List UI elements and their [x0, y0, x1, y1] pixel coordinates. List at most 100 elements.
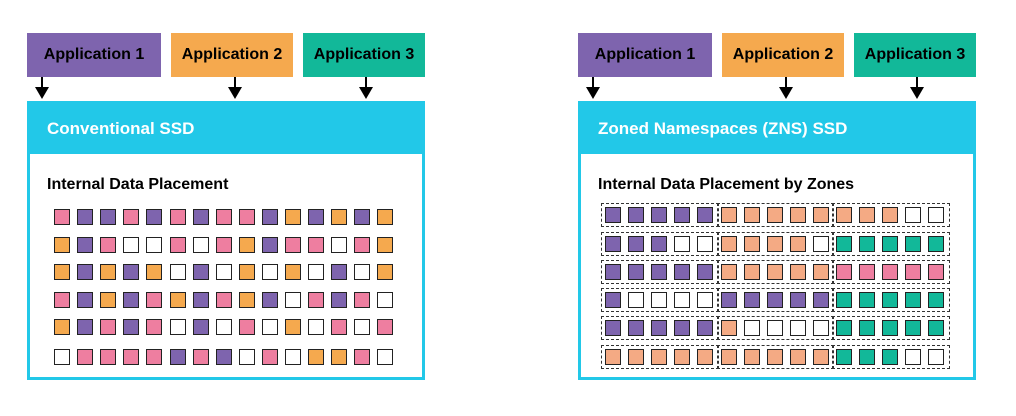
- right-cell: [651, 320, 668, 336]
- left-cell: [331, 292, 348, 308]
- left-cell: [308, 264, 325, 280]
- left-cell: [146, 237, 163, 253]
- right-cell: [859, 349, 876, 365]
- left-cell: [100, 349, 117, 365]
- left-cell: [123, 349, 140, 365]
- left-cell: [238, 349, 255, 365]
- right-cell: [720, 320, 737, 336]
- left-application-3-box: Application 3: [303, 33, 425, 77]
- right-cell: [928, 349, 945, 365]
- right-zone-outline: [832, 316, 950, 340]
- right-cell: [674, 236, 691, 252]
- left-cell: [285, 292, 301, 308]
- right-cell: [674, 292, 691, 308]
- left-cell: [354, 237, 371, 253]
- right-cell: [605, 236, 621, 252]
- left-cell: [123, 319, 140, 335]
- right-zone-outline: [832, 345, 950, 369]
- right-cell: [628, 236, 645, 252]
- left-cell: [100, 292, 117, 308]
- left-cell: [308, 237, 325, 253]
- conventional-ssd-box: Conventional SSD Internal Data Placement: [27, 101, 425, 380]
- right-cell: [928, 264, 945, 280]
- left-cell: [308, 349, 325, 365]
- left-cell: [354, 349, 371, 365]
- left-cell: [192, 292, 209, 308]
- left-cell: [169, 292, 186, 308]
- left-arrow-1: [35, 77, 49, 99]
- right-cell: [743, 207, 760, 223]
- left-cell: [169, 264, 186, 280]
- left-cell: [77, 209, 94, 225]
- left-cell: [215, 237, 232, 253]
- right-zone-outline: [601, 345, 719, 369]
- left-cell: [308, 292, 325, 308]
- left-arrow-3: [359, 77, 373, 99]
- left-cell: [146, 319, 163, 335]
- right-cell: [789, 292, 806, 308]
- right-cell: [789, 207, 806, 223]
- left-cell: [354, 209, 371, 225]
- right-zone-outline: [601, 260, 719, 284]
- right-arrow-3: [910, 77, 924, 99]
- left-cell: [77, 349, 94, 365]
- left-cell: [77, 237, 94, 253]
- right-application-2-box: Application 2: [722, 33, 844, 77]
- conventional-ssd-subtitle: Internal Data Placement: [47, 176, 229, 193]
- left-cell: [308, 209, 325, 225]
- right-cell: [859, 207, 876, 223]
- right-cell: [651, 292, 668, 308]
- left-cell: [100, 209, 117, 225]
- left-cell: [261, 349, 278, 365]
- left-cell: [54, 264, 70, 280]
- right-cell: [743, 236, 760, 252]
- right-cell: [812, 320, 829, 336]
- left-cell: [331, 319, 348, 335]
- left-cell: [100, 237, 117, 253]
- left-cell: [215, 264, 232, 280]
- left-cell: [261, 319, 278, 335]
- left-cell: [354, 319, 371, 335]
- right-cell: [766, 207, 783, 223]
- right-cell: [720, 292, 737, 308]
- left-application-1-box: Application 1: [27, 33, 161, 77]
- right-cell: [605, 264, 621, 280]
- right-cell: [882, 236, 899, 252]
- left-cell: [331, 349, 348, 365]
- left-cell: [169, 349, 186, 365]
- left-cell: [261, 264, 278, 280]
- right-cell: [720, 264, 737, 280]
- right-cell: [697, 207, 714, 223]
- right-cell: [651, 264, 668, 280]
- left-cell: [192, 237, 209, 253]
- right-cell: [743, 349, 760, 365]
- right-cell: [789, 264, 806, 280]
- left-cell: [77, 292, 94, 308]
- left-cell: [354, 292, 371, 308]
- left-cell: [169, 209, 186, 225]
- left-application-2-box: Application 2: [171, 33, 293, 77]
- left-cell: [192, 319, 209, 335]
- right-cell: [789, 320, 806, 336]
- left-cell: [285, 264, 301, 280]
- left-cell: [146, 264, 163, 280]
- right-cell: [628, 264, 645, 280]
- right-cell: [605, 207, 621, 223]
- right-cell: [882, 207, 899, 223]
- left-cell: [377, 264, 394, 280]
- left-cell: [331, 209, 348, 225]
- left-cell: [215, 349, 232, 365]
- left-cell: [100, 319, 117, 335]
- right-cell: [605, 320, 621, 336]
- right-cell: [651, 236, 668, 252]
- right-cell: [651, 207, 668, 223]
- right-cell: [836, 207, 852, 223]
- left-cell: [192, 264, 209, 280]
- right-cell: [812, 292, 829, 308]
- right-cell: [928, 207, 945, 223]
- right-cell: [812, 207, 829, 223]
- right-zone-outline: [716, 232, 834, 256]
- left-cell: [238, 237, 255, 253]
- right-cell: [697, 292, 714, 308]
